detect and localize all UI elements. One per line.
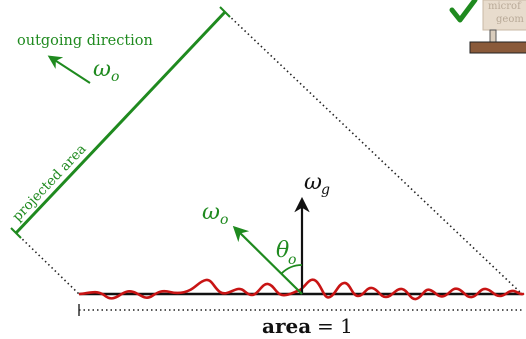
omega-o-symbol-top: ω	[93, 57, 111, 82]
projection-line-left	[15, 232, 80, 295]
theta-o-symbol: θ	[276, 238, 289, 263]
omega-o-symbol-mid: ω	[202, 200, 220, 225]
theta-o-angle-arc	[280, 264, 303, 275]
area-equals-one: = 1	[317, 314, 353, 338]
cropped-microfacet-figure: microf geom	[449, 0, 526, 54]
cropped-figure-box	[482, 0, 526, 31]
area-label: area = 1	[262, 314, 353, 338]
theta-o-label: θ o	[276, 238, 296, 268]
cropped-figure-text-2: geom	[496, 14, 524, 25]
cropped-figure-post	[489, 29, 497, 43]
omega-o-subscript-mid: o	[220, 212, 228, 228]
theta-o-subscript: o	[288, 252, 296, 268]
omega-o-subscript-top: o	[111, 69, 119, 85]
projection-lines	[15, 11, 523, 295]
checkmark-icon	[449, 0, 478, 23]
outgoing-direction-arrow	[47, 55, 91, 84]
omega-g-subscript: g	[321, 182, 330, 198]
projected-area-line	[14, 10, 227, 235]
omega-o-label-top: ω o	[93, 57, 119, 85]
microsurface-profile	[78, 278, 525, 301]
area-word: area	[262, 314, 311, 338]
omega-g-symbol: ω	[304, 170, 322, 195]
projected-area-label: projected area	[9, 141, 89, 225]
omega-o-arrow	[232, 225, 303, 295]
projected-area-tick-top	[219, 6, 231, 18]
projected-area-tick-bottom	[10, 227, 22, 239]
outgoing-direction-label: outgoing direction	[17, 33, 153, 49]
cropped-figure-stand	[469, 41, 526, 54]
projected-area-segment	[10, 6, 231, 239]
area-bracket	[78, 304, 522, 316]
projection-line-right	[224, 11, 523, 295]
cropped-figure-text-1: microf	[488, 1, 522, 12]
omega-o-label-mid: ω o	[202, 200, 228, 228]
omega-g-label: ω g	[304, 170, 330, 198]
